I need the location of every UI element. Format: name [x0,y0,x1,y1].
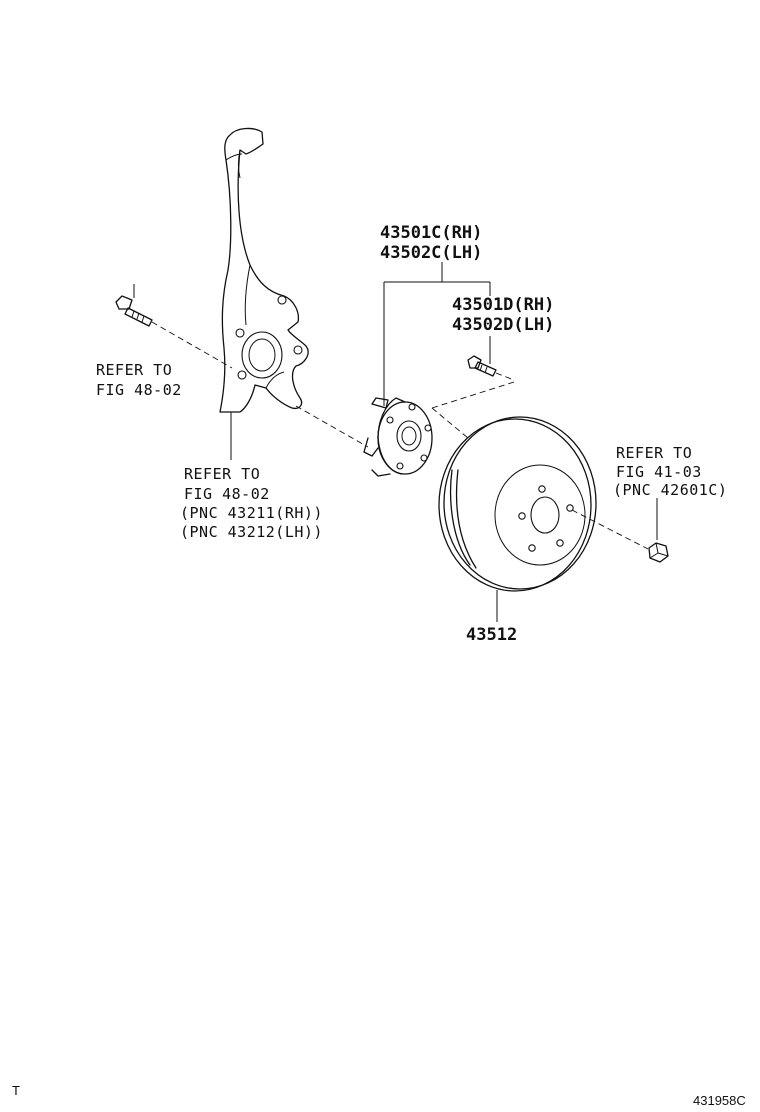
steering-knuckle[interactable] [219,127,309,413]
disc-part-number: 43512 [466,625,517,645]
footer-left-mark: T [12,1083,20,1098]
hub-part-number-lh: 43502C(LH) [380,243,482,263]
refer-nut-line-2: FIG 41-03 [616,463,702,481]
refer-knuckle-line-1: REFER TO [184,465,260,483]
figure-code: 431958C [693,1093,746,1108]
hub-nut[interactable] [648,542,669,563]
brake-disc[interactable] [438,416,597,592]
refer-nut-line-1: REFER TO [616,444,692,462]
bolt-part-number-lh: 43502D(LH) [452,315,554,335]
hub-bolt[interactable] [467,355,497,377]
bolt-part-number-rh: 43501D(RH) [452,295,554,315]
refer-knuckle-line-4: (PNC 43212(LH)) [180,523,323,541]
refer-knuckle-line-3: (PNC 43211(RH)) [180,504,323,522]
refer-bolt-line-1: REFER TO [96,361,172,379]
refer-knuckle-line-2: FIG 48-02 [184,485,270,503]
refer-nut-line-3: (PNC 42601C) [613,481,727,499]
hub-bearing-assembly[interactable] [363,397,433,477]
knuckle-bolt[interactable] [115,295,153,327]
hub-part-number-rh: 43501C(RH) [380,223,482,243]
leader-lines [133,262,658,622]
refer-bolt-line-2: FIG 48-02 [96,381,182,399]
